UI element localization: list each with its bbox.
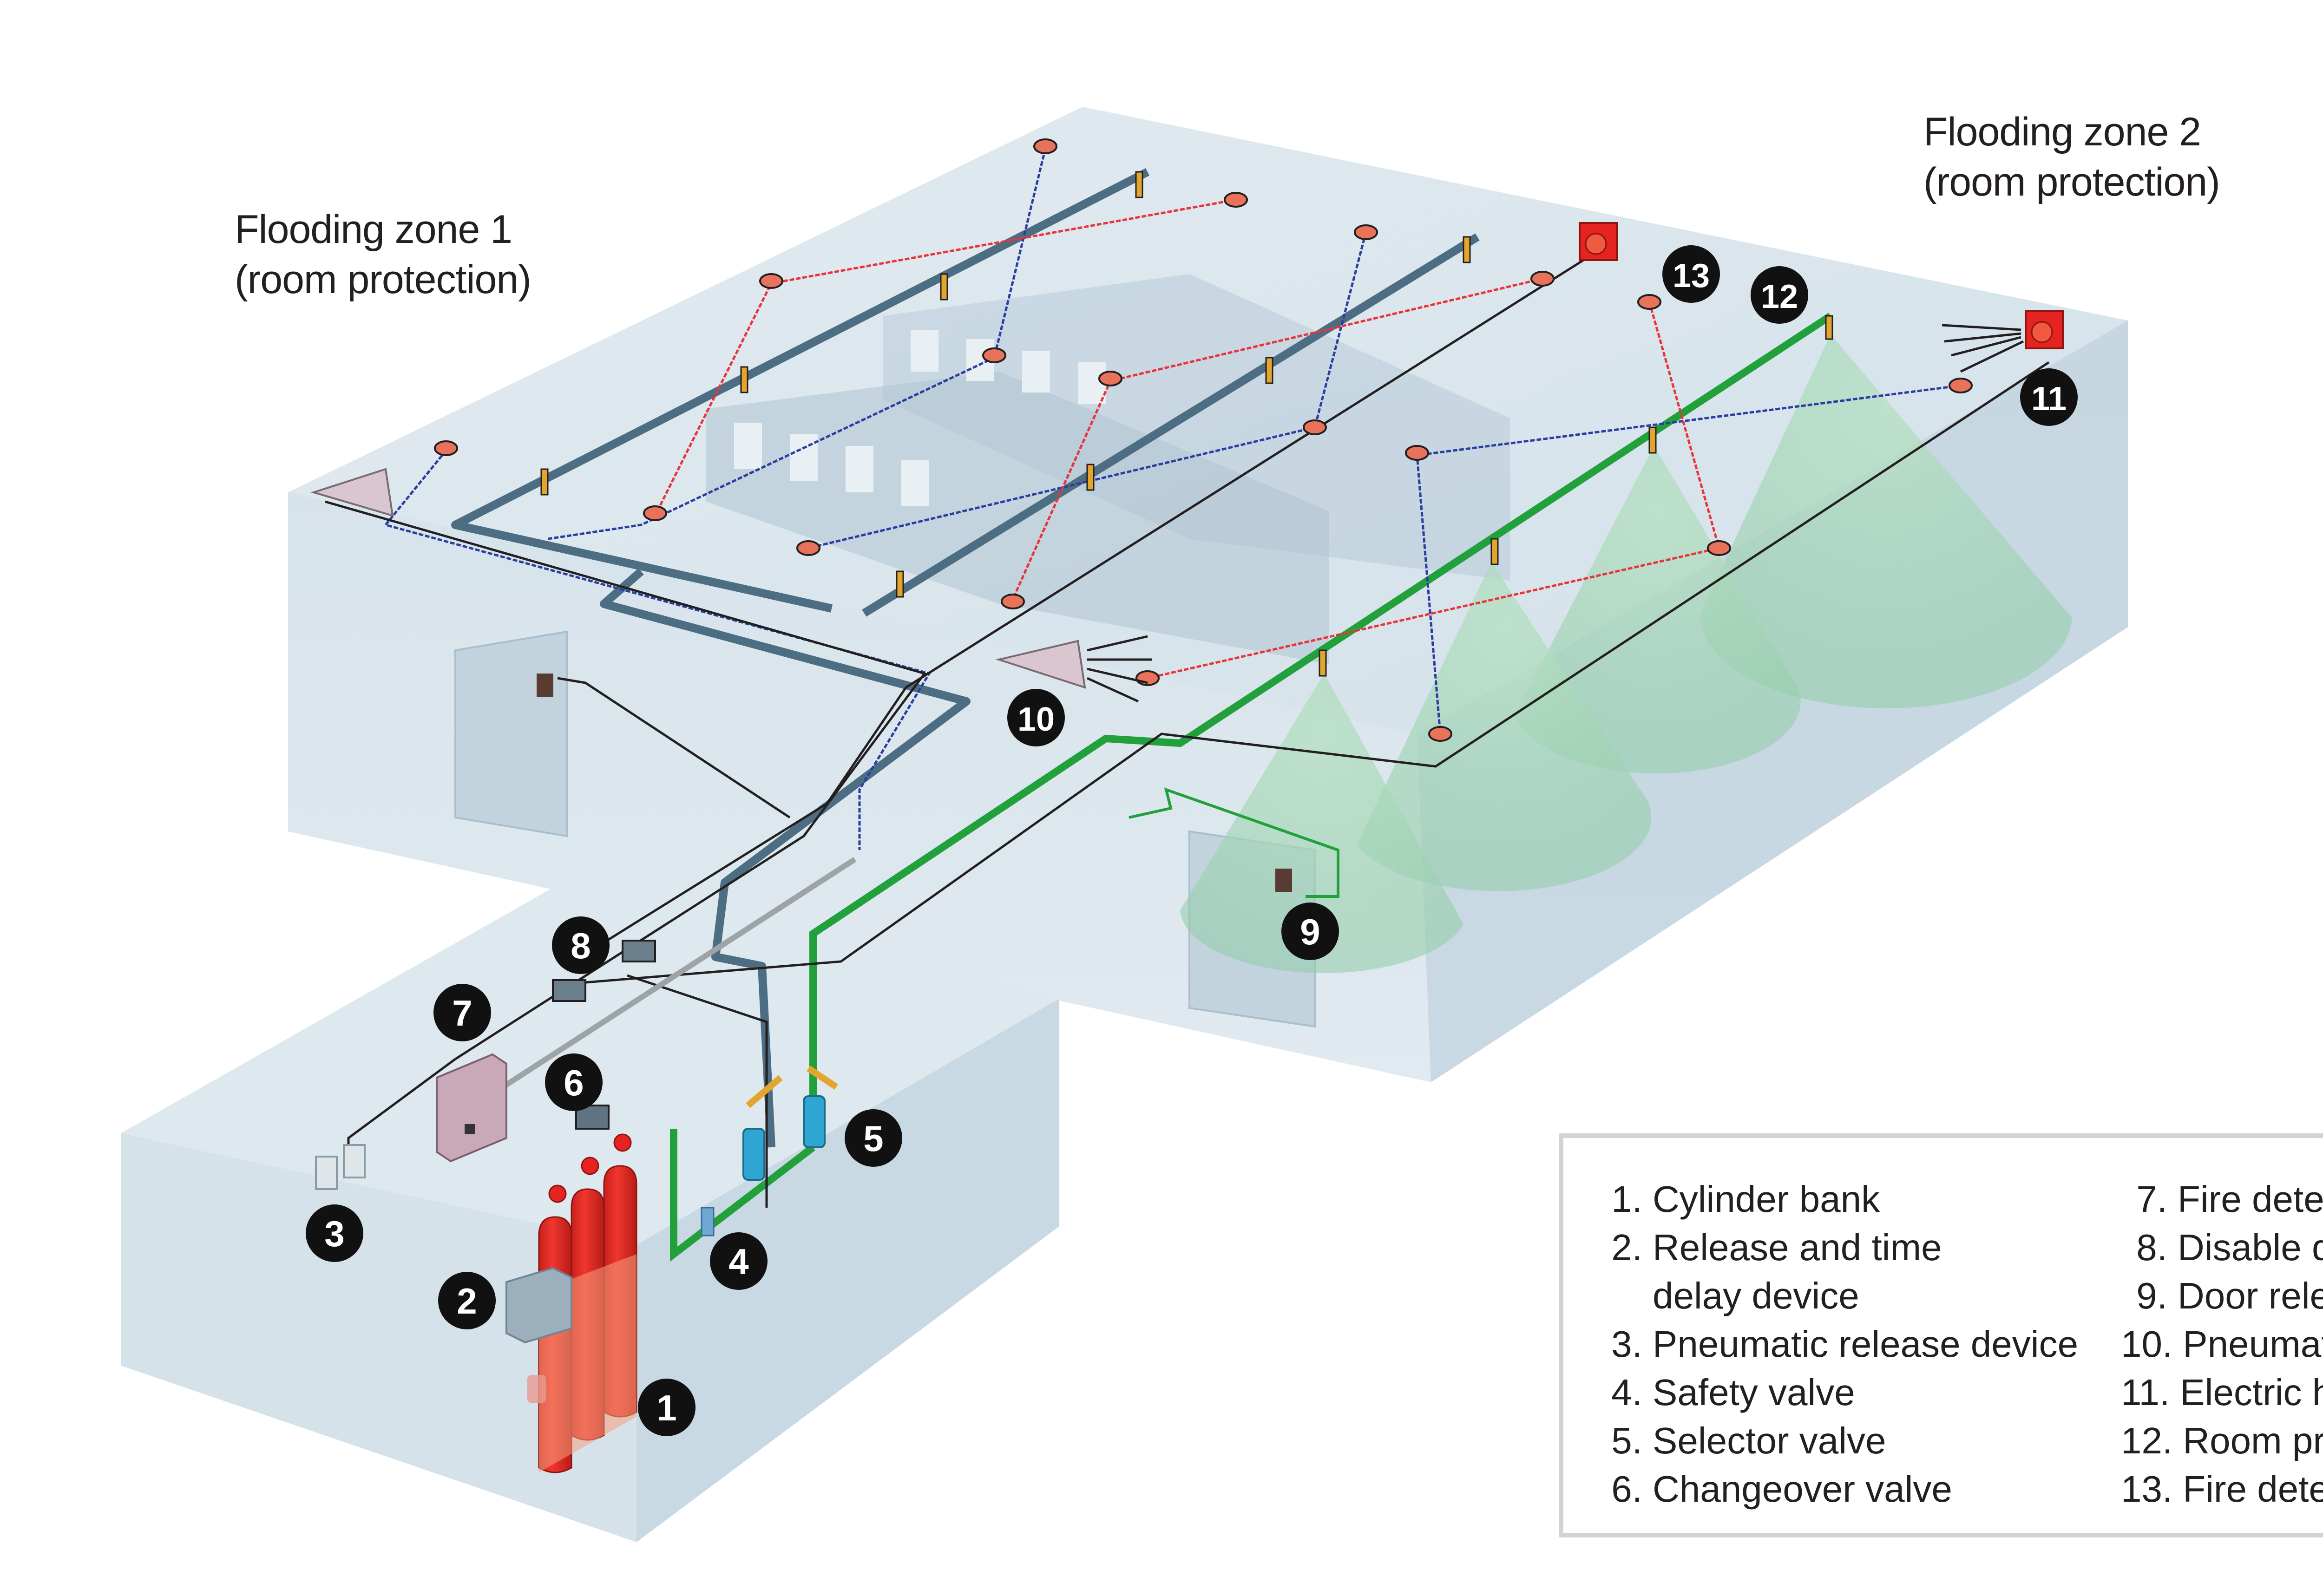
disable-device-icon — [552, 979, 586, 1002]
legend-item: 7.Fire detection and control panel — [2136, 1178, 2323, 1220]
detectors — [434, 138, 1973, 742]
legend-column-left: 1.Cylinder bank 2.Release and time delay… — [1596, 1175, 2078, 1513]
legend-item: 2.Release and time — [1611, 1227, 1942, 1268]
pneumatic-horn-icon — [995, 635, 1152, 703]
nozzle-spray — [1180, 674, 1463, 974]
svg-text:4: 4 — [728, 1241, 748, 1282]
changeover-valve-icon — [575, 1105, 610, 1130]
door-release-icon — [1275, 869, 1292, 892]
callout-4: 4 — [710, 1232, 768, 1290]
svg-text:8: 8 — [571, 925, 591, 966]
bus-cable — [458, 857, 857, 1118]
callout-6: 6 — [545, 1053, 603, 1111]
zone-1-title: Flooding zone 1 — [235, 207, 512, 252]
callout-3: 3 — [306, 1204, 363, 1262]
callout-10: 10 — [1007, 689, 1065, 746]
zone-2-subtitle: (room protection) — [1923, 160, 2220, 204]
spray-cones — [1180, 334, 2072, 974]
callout-9: 9 — [1281, 903, 1339, 960]
door-release-line — [1129, 787, 1339, 898]
legend-item: 10.Pneumatic horn — [2121, 1323, 2323, 1365]
callout-11: 11 — [2020, 368, 2078, 426]
svg-text:12: 12 — [1761, 278, 1798, 315]
zone-2-title: Flooding zone 2 — [1923, 110, 2201, 154]
callout-2: 2 — [438, 1272, 496, 1329]
callout-13: 13 — [1662, 245, 1720, 303]
legend-item: 11.Electric horn — [2121, 1372, 2323, 1413]
legend-item: 6.Changeover valve — [1611, 1468, 1952, 1510]
svg-text:5: 5 — [863, 1118, 883, 1159]
legend-item: delay device — [1653, 1275, 1859, 1316]
callout-8: 8 — [552, 916, 610, 974]
legend-item: 12.Room protection nozzle — [2121, 1420, 2323, 1461]
zone-2-label: Flooding zone 2 (room protection) — [1923, 107, 2220, 207]
svg-text:7: 7 — [452, 993, 472, 1033]
disable-device-icon — [622, 940, 656, 962]
nozzles — [540, 171, 1833, 677]
svg-text:2: 2 — [457, 1281, 477, 1321]
svg-text:3: 3 — [324, 1213, 344, 1254]
legend-item: 8.Disable device — [2136, 1227, 2323, 1268]
control-panel-icon — [436, 1053, 507, 1163]
legend-item: 13.Fire detection element — [2121, 1468, 2323, 1510]
electric-horn-icon — [1942, 310, 2064, 373]
control-wiring — [325, 249, 2050, 1208]
svg-text:6: 6 — [564, 1062, 584, 1103]
legend-column-right: 7.Fire detection and control panel 8.Dis… — [2121, 1175, 2323, 1513]
callout-5: 5 — [845, 1109, 902, 1167]
legend-item: 5.Selector valve — [1611, 1420, 1886, 1461]
legend-item: 3.Pneumatic release device — [1611, 1323, 2079, 1365]
zone-1-subtitle: (room protection) — [235, 257, 532, 302]
door-zone-1 — [454, 630, 568, 837]
electric-horn-icon — [1579, 222, 1618, 261]
pneumatic-horn-icon — [310, 468, 394, 517]
svg-text:1: 1 — [656, 1387, 676, 1428]
callout-12: 12 — [1751, 266, 1808, 324]
legend-item: 4.Safety valve — [1611, 1372, 1855, 1413]
svg-text:11: 11 — [2031, 380, 2067, 418]
pneumatic-release-icon — [315, 1144, 366, 1190]
zone-1-label: Flooding zone 1 (room protection) — [235, 204, 532, 305]
svg-text:13: 13 — [1673, 257, 1710, 294]
callout-7: 7 — [433, 984, 491, 1041]
nozzle-spray — [1357, 562, 1652, 891]
legend-item: 9.Door release unit — [2136, 1275, 2323, 1316]
nozzle-spray — [1700, 334, 2072, 709]
detector-line-blue — [548, 148, 1047, 540]
release-delay-device-icon — [505, 1267, 572, 1403]
safety-valve-icon — [701, 1207, 715, 1236]
svg-text:9: 9 — [1300, 911, 1320, 952]
nozzle-spray — [1515, 446, 1801, 774]
selector-valve-icon — [742, 1066, 838, 1181]
legend-item: 1.Cylinder bank — [1611, 1178, 1880, 1220]
zone1-pipe — [451, 168, 1480, 1148]
callout-1: 1 — [638, 1379, 696, 1436]
door-release-icon — [537, 674, 553, 697]
svg-text:10: 10 — [1017, 701, 1055, 738]
legend: 1.Cylinder bank 2.Release and time delay… — [1559, 1133, 2323, 1537]
